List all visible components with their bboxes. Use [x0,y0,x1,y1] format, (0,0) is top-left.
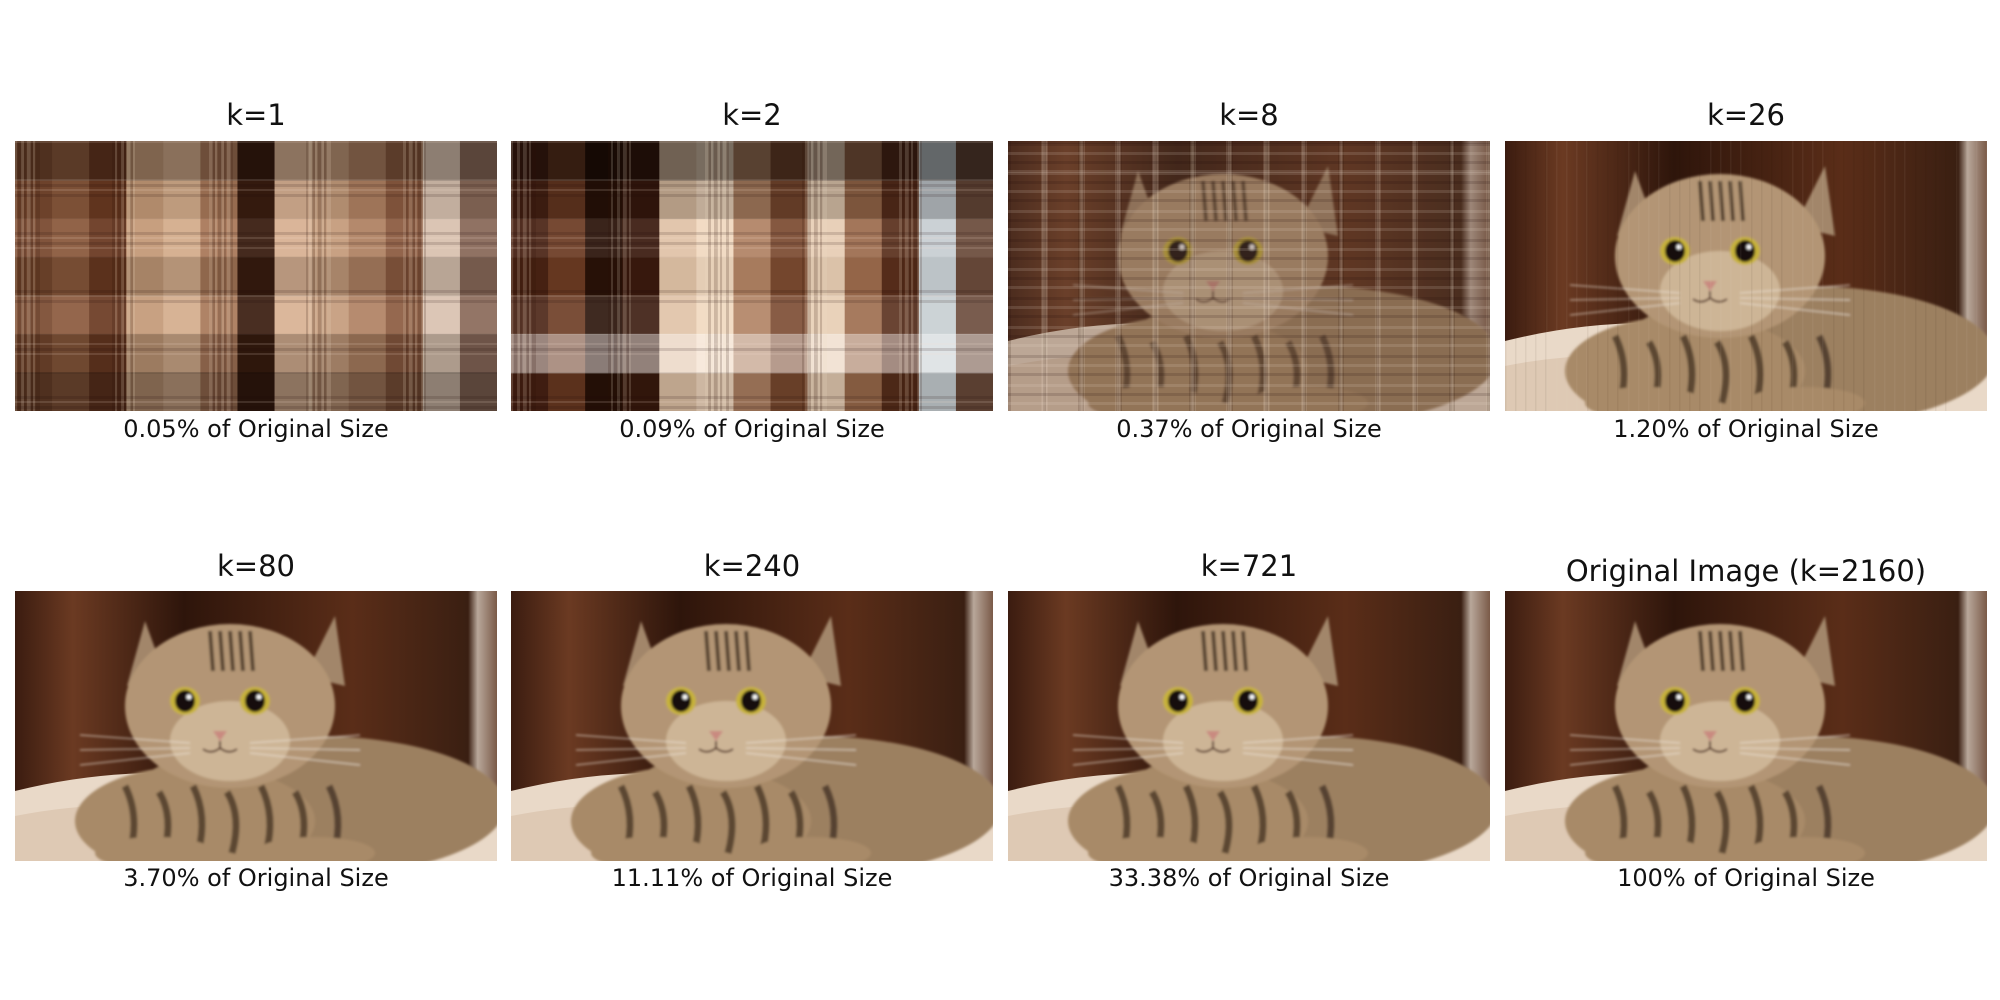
svd-image-k1 [15,141,497,411]
reconstruction-graphic [511,591,993,861]
reconstruction-graphic [1008,591,1490,861]
svd-image-k721 [1008,591,1490,861]
svd-image-original [1505,591,1987,861]
panel-caption: 0.09% of Original Size [619,415,885,443]
svd-image-k8 [1008,141,1490,411]
reconstruction-graphic [1505,591,1987,861]
panel-title: k=721 [1200,549,1298,583]
reconstruction-graphic [1008,141,1490,411]
panel-caption: 3.70% of Original Size [123,864,389,892]
panel-caption: 33.38% of Original Size [1108,864,1390,892]
svd-image-k80 [15,591,497,861]
panel-caption: 0.05% of Original Size [123,415,389,443]
svd-image-k26 [1505,141,1987,411]
panel-caption: 11.11% of Original Size [611,864,893,892]
panel-caption: 0.37% of Original Size [1116,415,1382,443]
panel-title: k=1 [226,98,286,132]
panel-title: k=26 [1707,98,1785,132]
reconstruction-graphic [15,141,497,411]
panel-title: k=8 [1219,98,1279,132]
reconstruction-graphic [511,141,993,411]
reconstruction-graphic [15,591,497,861]
panel-title: k=240 [703,549,801,583]
svd-image-k240 [511,591,993,861]
svd-image-k2 [511,141,993,411]
panel-caption: 1.20% of Original Size [1613,415,1879,443]
panel-title: k=2 [722,98,782,132]
panel-caption: 100% of Original Size [1617,864,1875,892]
panel-title: Original Image (k=2160) [1565,554,1927,588]
panel-title: k=80 [217,549,295,583]
reconstruction-graphic [1505,141,1987,411]
